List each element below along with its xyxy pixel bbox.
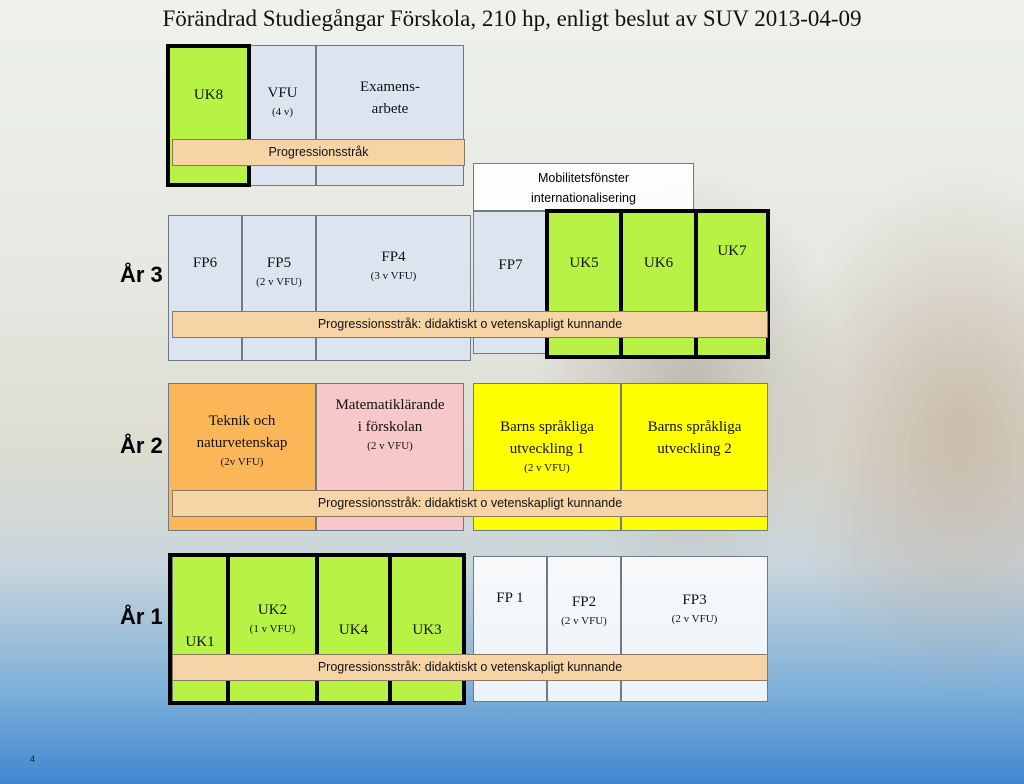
course-label: UK5 (548, 252, 620, 274)
course-label: VFU (267, 85, 297, 101)
course-label: FP7 (474, 254, 547, 276)
course-label: arbete (372, 101, 409, 117)
course-label: Matematiklärande (335, 397, 444, 413)
course-sublabel: (4 v) (250, 104, 315, 120)
course-label: UK2 (258, 602, 287, 618)
course-label: FP2 (572, 594, 596, 610)
progression-band-year-1: Progressionsstråk: didaktiskt o vetenska… (172, 654, 768, 681)
course-label: FP6 (169, 252, 241, 274)
course-sublabel: (2 v VFU) (474, 460, 620, 476)
course-sublabel: (2v VFU) (169, 454, 315, 470)
course-fp5: FP5 (2 v VFU) (242, 215, 316, 361)
course-sublabel: (2 v VFU) (548, 613, 620, 629)
slide-number: 4 (30, 754, 35, 764)
course-label: UK1 (173, 631, 227, 653)
course-label: UK3 (391, 619, 463, 641)
mobility-label: Mobilitetsfönster (538, 171, 629, 185)
course-label: UK7 (697, 240, 767, 262)
course-sublabel: (2 v VFU) (317, 438, 463, 454)
year-3-label: År 3 (120, 262, 163, 288)
course-label: UK6 (622, 252, 695, 274)
progression-band-year-2: Progressionsstråk: didaktiskt o vetenska… (172, 490, 768, 517)
course-label: i förskolan (358, 419, 423, 435)
course-label: FP4 (381, 249, 405, 265)
mobility-label: internationalisering (531, 191, 636, 205)
course-fp6: FP6 (168, 215, 242, 361)
course-sublabel: (1 v VFU) (229, 621, 316, 637)
course-fp4: FP4 (3 v VFU) (316, 215, 471, 361)
course-label: utveckling 2 (657, 441, 732, 457)
mobility-window: Mobilitetsfönster internationalisering (473, 163, 694, 211)
page-title: Förändrad Studiegångar Förskola, 210 hp,… (0, 6, 1024, 32)
course-label: naturvetenskap (197, 435, 288, 451)
course-label: utveckling 1 (510, 441, 585, 457)
progression-band-year-3: Progressionsstråk: didaktiskt o vetenska… (172, 311, 768, 338)
course-label: FP 1 (474, 587, 546, 609)
course-label: UK8 (169, 84, 248, 106)
year-2-label: År 2 (120, 433, 163, 459)
course-sublabel: (3 v VFU) (317, 268, 470, 284)
progression-band-top: Progressionsstråk (172, 139, 465, 166)
course-label: FP5 (267, 255, 291, 271)
course-label: Barns språkliga (648, 419, 742, 435)
course-sublabel: (2 v VFU) (622, 611, 767, 627)
year-1-label: År 1 (120, 604, 163, 630)
course-label: Examens- (360, 79, 420, 95)
course-label: Teknik och (209, 413, 276, 429)
course-sublabel: (2 v VFU) (243, 274, 315, 290)
course-label: UK4 (318, 619, 389, 641)
course-label: Barns språkliga (500, 419, 594, 435)
course-label: FP3 (682, 592, 706, 608)
